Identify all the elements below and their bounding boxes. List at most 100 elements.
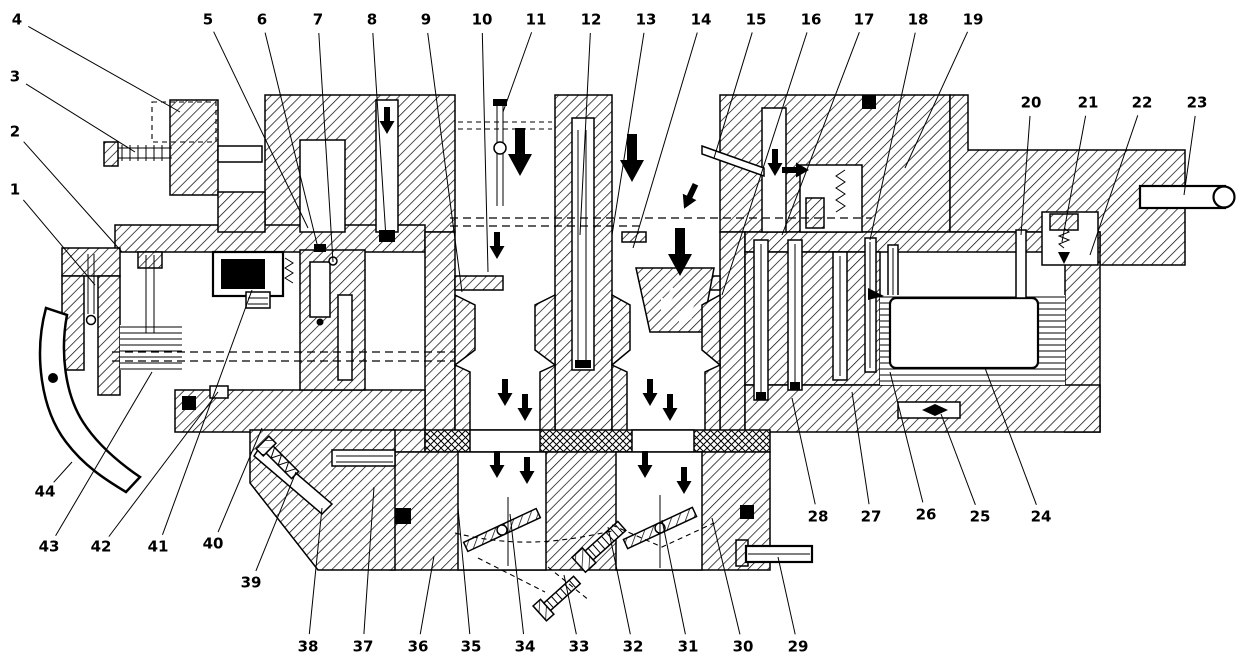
fuel-inlet-pipe-tip xyxy=(1212,185,1236,209)
callout-label-38: 38 xyxy=(298,638,319,656)
mixture-screw xyxy=(532,575,582,622)
emulsion-tube xyxy=(577,130,587,360)
linkage-line-3 xyxy=(477,557,546,593)
callout-label-36: 36 xyxy=(408,638,429,656)
valve-spring xyxy=(835,169,846,213)
callout-label-8: 8 xyxy=(367,11,377,29)
callout-leader-33 xyxy=(563,574,577,635)
air-horn-datum xyxy=(458,121,552,130)
bracket-boss xyxy=(217,191,266,233)
solenoid-coil xyxy=(221,259,265,289)
callout-leader-23 xyxy=(1183,115,1196,196)
well-tube-lines xyxy=(760,244,841,396)
callout-label-41: 41 xyxy=(148,538,169,556)
callout-label-6: 6 xyxy=(257,11,267,29)
linkage-line-2 xyxy=(611,522,715,548)
callout-leader-5 xyxy=(213,31,309,229)
callout-leader-25 xyxy=(940,413,976,506)
float xyxy=(888,296,1040,370)
vent-rod xyxy=(496,104,504,206)
primary-venturi-left xyxy=(454,293,476,367)
secondary-lower-right-wall xyxy=(704,363,721,433)
float-pivot xyxy=(868,288,884,300)
callout-leader-12 xyxy=(579,32,591,236)
callout-label-15: 15 xyxy=(746,11,767,29)
airflow-arrow xyxy=(489,232,505,259)
callout-label-32: 32 xyxy=(623,638,644,656)
callout-leader-1 xyxy=(22,199,96,286)
callout-label-37: 37 xyxy=(353,638,374,656)
idle-jet-slots xyxy=(248,297,268,305)
idle-air-passage xyxy=(331,449,396,467)
secondary-bore-gap xyxy=(631,429,695,453)
callout-label-7: 7 xyxy=(313,11,323,29)
callout-leader-7 xyxy=(318,32,334,263)
callout-leader-42 xyxy=(108,391,219,537)
callout-leader-31 xyxy=(661,519,686,635)
callout-leader-3 xyxy=(25,83,136,153)
main-jet xyxy=(379,230,395,242)
lever-pivot-pin xyxy=(48,373,58,383)
callout-label-28: 28 xyxy=(808,508,829,526)
pump-check-ball xyxy=(316,318,324,326)
callout-leader-13 xyxy=(611,32,645,236)
bracket-screw-head xyxy=(103,141,119,167)
idle-jet xyxy=(245,291,271,309)
callout-leader-27 xyxy=(851,391,870,505)
callout-label-9: 9 xyxy=(421,11,431,29)
idle-tube xyxy=(336,455,393,463)
primary-barrel-left-wall xyxy=(424,231,456,433)
callout-label-35: 35 xyxy=(461,638,482,656)
callout-leader-22 xyxy=(1089,115,1139,256)
callout-label-43: 43 xyxy=(39,538,60,556)
callout-leader-21 xyxy=(1061,115,1087,243)
linkage-line-1 xyxy=(454,530,613,543)
callout-leader-20 xyxy=(1020,115,1031,236)
callout-label-4: 4 xyxy=(12,11,22,29)
callout-leader-24 xyxy=(984,367,1037,506)
callout-leader-28 xyxy=(791,397,816,505)
inlet-valve-spring xyxy=(1057,227,1071,249)
primary-lower-left-wall xyxy=(454,363,471,433)
secondary-lower-left-wall xyxy=(611,363,628,433)
bracket-phantom-outline xyxy=(151,101,217,143)
callout-label-18: 18 xyxy=(908,11,929,29)
dashed-lines xyxy=(112,121,872,602)
idle-speed-screw xyxy=(255,435,300,480)
callout-leader-40 xyxy=(217,427,263,533)
callout-label-27: 27 xyxy=(861,508,882,526)
inlet-valve-seat xyxy=(1049,213,1079,231)
primary-bore-gap xyxy=(469,429,541,453)
callout-label-40: 40 xyxy=(203,535,224,553)
inlet-needle xyxy=(1058,252,1070,264)
diaphragm-cap xyxy=(137,251,163,269)
callout-label-39: 39 xyxy=(241,574,262,592)
callout-leader-14 xyxy=(632,32,698,249)
callout-leader-29 xyxy=(777,556,796,635)
callout-label-22: 22 xyxy=(1132,94,1153,112)
emulsion-well xyxy=(571,117,595,371)
callout-leader-19 xyxy=(904,31,969,169)
choke-housing-top xyxy=(61,247,121,277)
air-horn-left-block xyxy=(264,94,456,233)
mounting-bracket xyxy=(169,99,219,196)
solenoid-spring xyxy=(284,257,294,284)
callout-label-34: 34 xyxy=(515,638,536,656)
callout-leader-38 xyxy=(308,507,323,635)
callout-label-5: 5 xyxy=(203,11,213,29)
well-tube-1-foot xyxy=(756,392,766,400)
vacuum-tube xyxy=(701,144,765,178)
callout-leader-17 xyxy=(781,31,860,236)
callout-label-20: 20 xyxy=(1021,94,1042,112)
callout-label-1: 1 xyxy=(10,181,20,199)
callout-leader-32 xyxy=(607,526,631,635)
callout-leader-10 xyxy=(481,32,489,273)
fuel-inlet-pipe-bore xyxy=(1138,184,1227,210)
seal-plug-pump xyxy=(182,396,196,410)
callout-leader-2 xyxy=(23,141,123,253)
callout-label-24: 24 xyxy=(1031,508,1052,526)
pump-jet xyxy=(314,244,326,252)
callout-label-2: 2 xyxy=(10,123,20,141)
seal-plug-left xyxy=(395,508,411,524)
callout-leader-8 xyxy=(372,32,387,239)
